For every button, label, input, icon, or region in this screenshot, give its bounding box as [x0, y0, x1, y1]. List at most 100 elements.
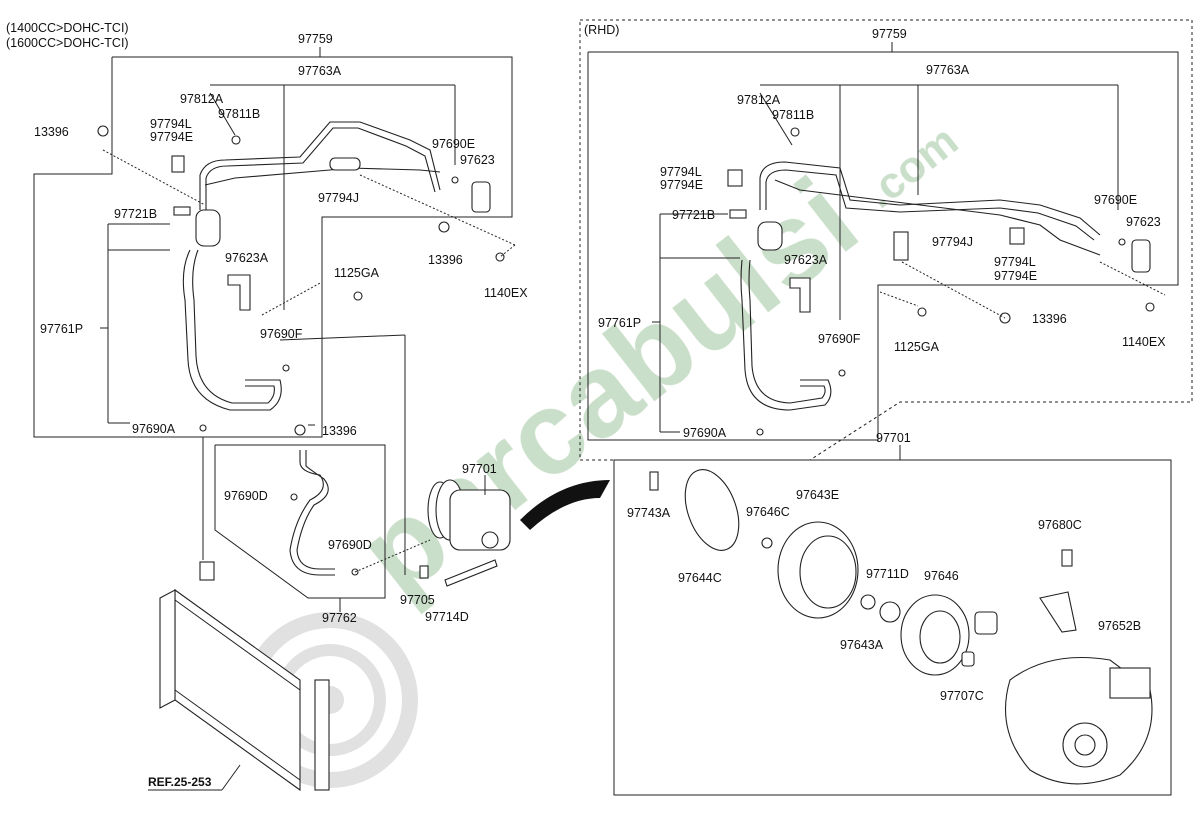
- label-rhd-97794E-2: 97794E: [994, 269, 1037, 283]
- ref-arrow: [221, 764, 241, 791]
- leader-97812A-left: [209, 92, 236, 136]
- bolt-97714D: [444, 559, 498, 587]
- label-rhd-13396: 13396: [1032, 312, 1067, 326]
- label-1125GA: 1125GA: [334, 266, 380, 280]
- bolt-1125GA-right: [917, 307, 927, 317]
- label-97794E: 97794E: [150, 130, 193, 144]
- bolt-1140EX-right: [1145, 302, 1155, 312]
- label-97690E: 97690E: [432, 137, 475, 151]
- compressor-detail-box: [613, 459, 1172, 796]
- discharge-hose-right-inner: [748, 259, 826, 404]
- leader-1140EX-right: [1099, 261, 1166, 296]
- oring-97690E-right: [1118, 238, 1126, 246]
- clip-97794L-left: [171, 155, 185, 173]
- cap-97811B-right: [790, 127, 800, 137]
- label-97707C: 97707C: [940, 689, 984, 703]
- bolt-1125GA-left: [353, 291, 363, 301]
- label-97690A: 97690A: [132, 422, 176, 436]
- label-rhd-97759: 97759: [872, 27, 907, 41]
- label-97623A: 97623A: [225, 251, 269, 265]
- hose-block-fitting: [195, 209, 221, 247]
- discharge-hose-left-inner: [192, 249, 275, 404]
- label-97721B: 97721B: [114, 207, 157, 221]
- label-97811B: 97811B: [218, 107, 260, 121]
- label-97646: 97646: [924, 569, 959, 583]
- suction-hose-upper-right: [759, 161, 1101, 236]
- label-97690D-lower: 97690D: [328, 538, 372, 552]
- leader-1140EX-left: [499, 244, 516, 258]
- condenser: [159, 561, 330, 792]
- shim-97646C: [761, 537, 773, 549]
- hose-97762-outline: [214, 444, 386, 599]
- clip-97794L-right: [727, 169, 743, 187]
- valve-97721B-left: [173, 206, 191, 216]
- bracket-97652B: [1039, 591, 1077, 633]
- engine-variant-1: (1400CC>DOHC-TCI): [6, 21, 129, 35]
- hose-97762-inner: [296, 450, 335, 570]
- fitting-97794J-right: [893, 231, 909, 261]
- nut-13396-mid-left: [438, 221, 450, 233]
- label-97759: 97759: [298, 32, 333, 46]
- label-rhd-97794L-2: 97794L: [994, 255, 1036, 269]
- label-97762: 97762: [322, 611, 357, 625]
- label-rhd-1140EX: 1140EX: [1122, 335, 1166, 349]
- right-assembly-outline: [587, 51, 1179, 441]
- label-rhd-97794J: 97794J: [932, 235, 973, 249]
- bracket-97623A-left: [227, 274, 251, 311]
- liquid-line-right: [774, 179, 1101, 256]
- bolt-97743A: [649, 471, 659, 491]
- label-97743A: 97743A: [627, 506, 671, 520]
- detail-arrow: [520, 480, 610, 530]
- label-rhd-97794L: 97794L: [660, 165, 702, 179]
- bolt-97705: [419, 565, 429, 579]
- plate-97644C: [684, 469, 740, 551]
- label-rhd-97690A: 97690A: [683, 426, 727, 440]
- left-assembly-outline: [33, 56, 513, 438]
- leader-13396-top-left: [102, 149, 206, 206]
- oring-97690A-left: [199, 424, 207, 432]
- valve-97721B-right: [729, 209, 747, 219]
- label-97646C: 97646C: [746, 505, 790, 519]
- label-97644C: 97644C: [678, 571, 722, 585]
- clip-97794L-right2: [1009, 227, 1025, 245]
- label-rhd-97811B: 97811B: [772, 108, 814, 122]
- label-13396-b: 13396: [428, 253, 463, 267]
- leader-97812A-right: [759, 92, 793, 146]
- oring-97690A-right: [756, 428, 764, 436]
- leader-13396-right: [901, 261, 1006, 319]
- label-rhd-1125GA: 1125GA: [894, 340, 940, 354]
- label-97705: 97705: [400, 593, 435, 607]
- leader-97690D-to-compressor: [354, 539, 431, 573]
- bracket-97623A-right: [789, 277, 811, 313]
- hose-97762: [289, 450, 335, 576]
- bolt-97680C: [1061, 549, 1073, 567]
- label-97690F: 97690F: [260, 327, 303, 341]
- leader-to-compressor: [279, 334, 406, 341]
- label-13396-a: 13396: [34, 125, 69, 139]
- label-rhd-97690E: 97690E: [1094, 193, 1137, 207]
- label-97812A: 97812A: [180, 92, 224, 106]
- label-rhd-97690F: 97690F: [818, 332, 861, 346]
- compressor-body: [1004, 656, 1153, 785]
- label-97690D-upper: 97690D: [224, 489, 268, 503]
- label-97711D: 97711D: [866, 567, 909, 581]
- rhd-label: (RHD): [584, 23, 619, 37]
- suction-hose-upper-left-inner: [205, 127, 436, 210]
- label-rhd-97761P: 97761P: [598, 316, 641, 330]
- rhd-dashed-outline: [579, 19, 1193, 461]
- label-rhd-97623: 97623: [1126, 215, 1161, 229]
- label-97652B: 97652B: [1098, 619, 1141, 633]
- label-97701-small: 97701: [462, 462, 497, 476]
- leader-97794J-left: [359, 174, 516, 246]
- hose-block-fitting-right: [757, 221, 783, 251]
- label-rhd-97794E: 97794E: [660, 178, 703, 192]
- discharge-hose-left: [182, 249, 282, 411]
- label-rhd-97721B: 97721B: [672, 208, 715, 222]
- pulley-97643E-inner: [799, 535, 857, 609]
- oring-97690F-right: [838, 369, 846, 377]
- connector-97646: [974, 611, 998, 635]
- label-97763A: 97763A: [298, 64, 342, 78]
- nut-13396-lower: [294, 424, 306, 436]
